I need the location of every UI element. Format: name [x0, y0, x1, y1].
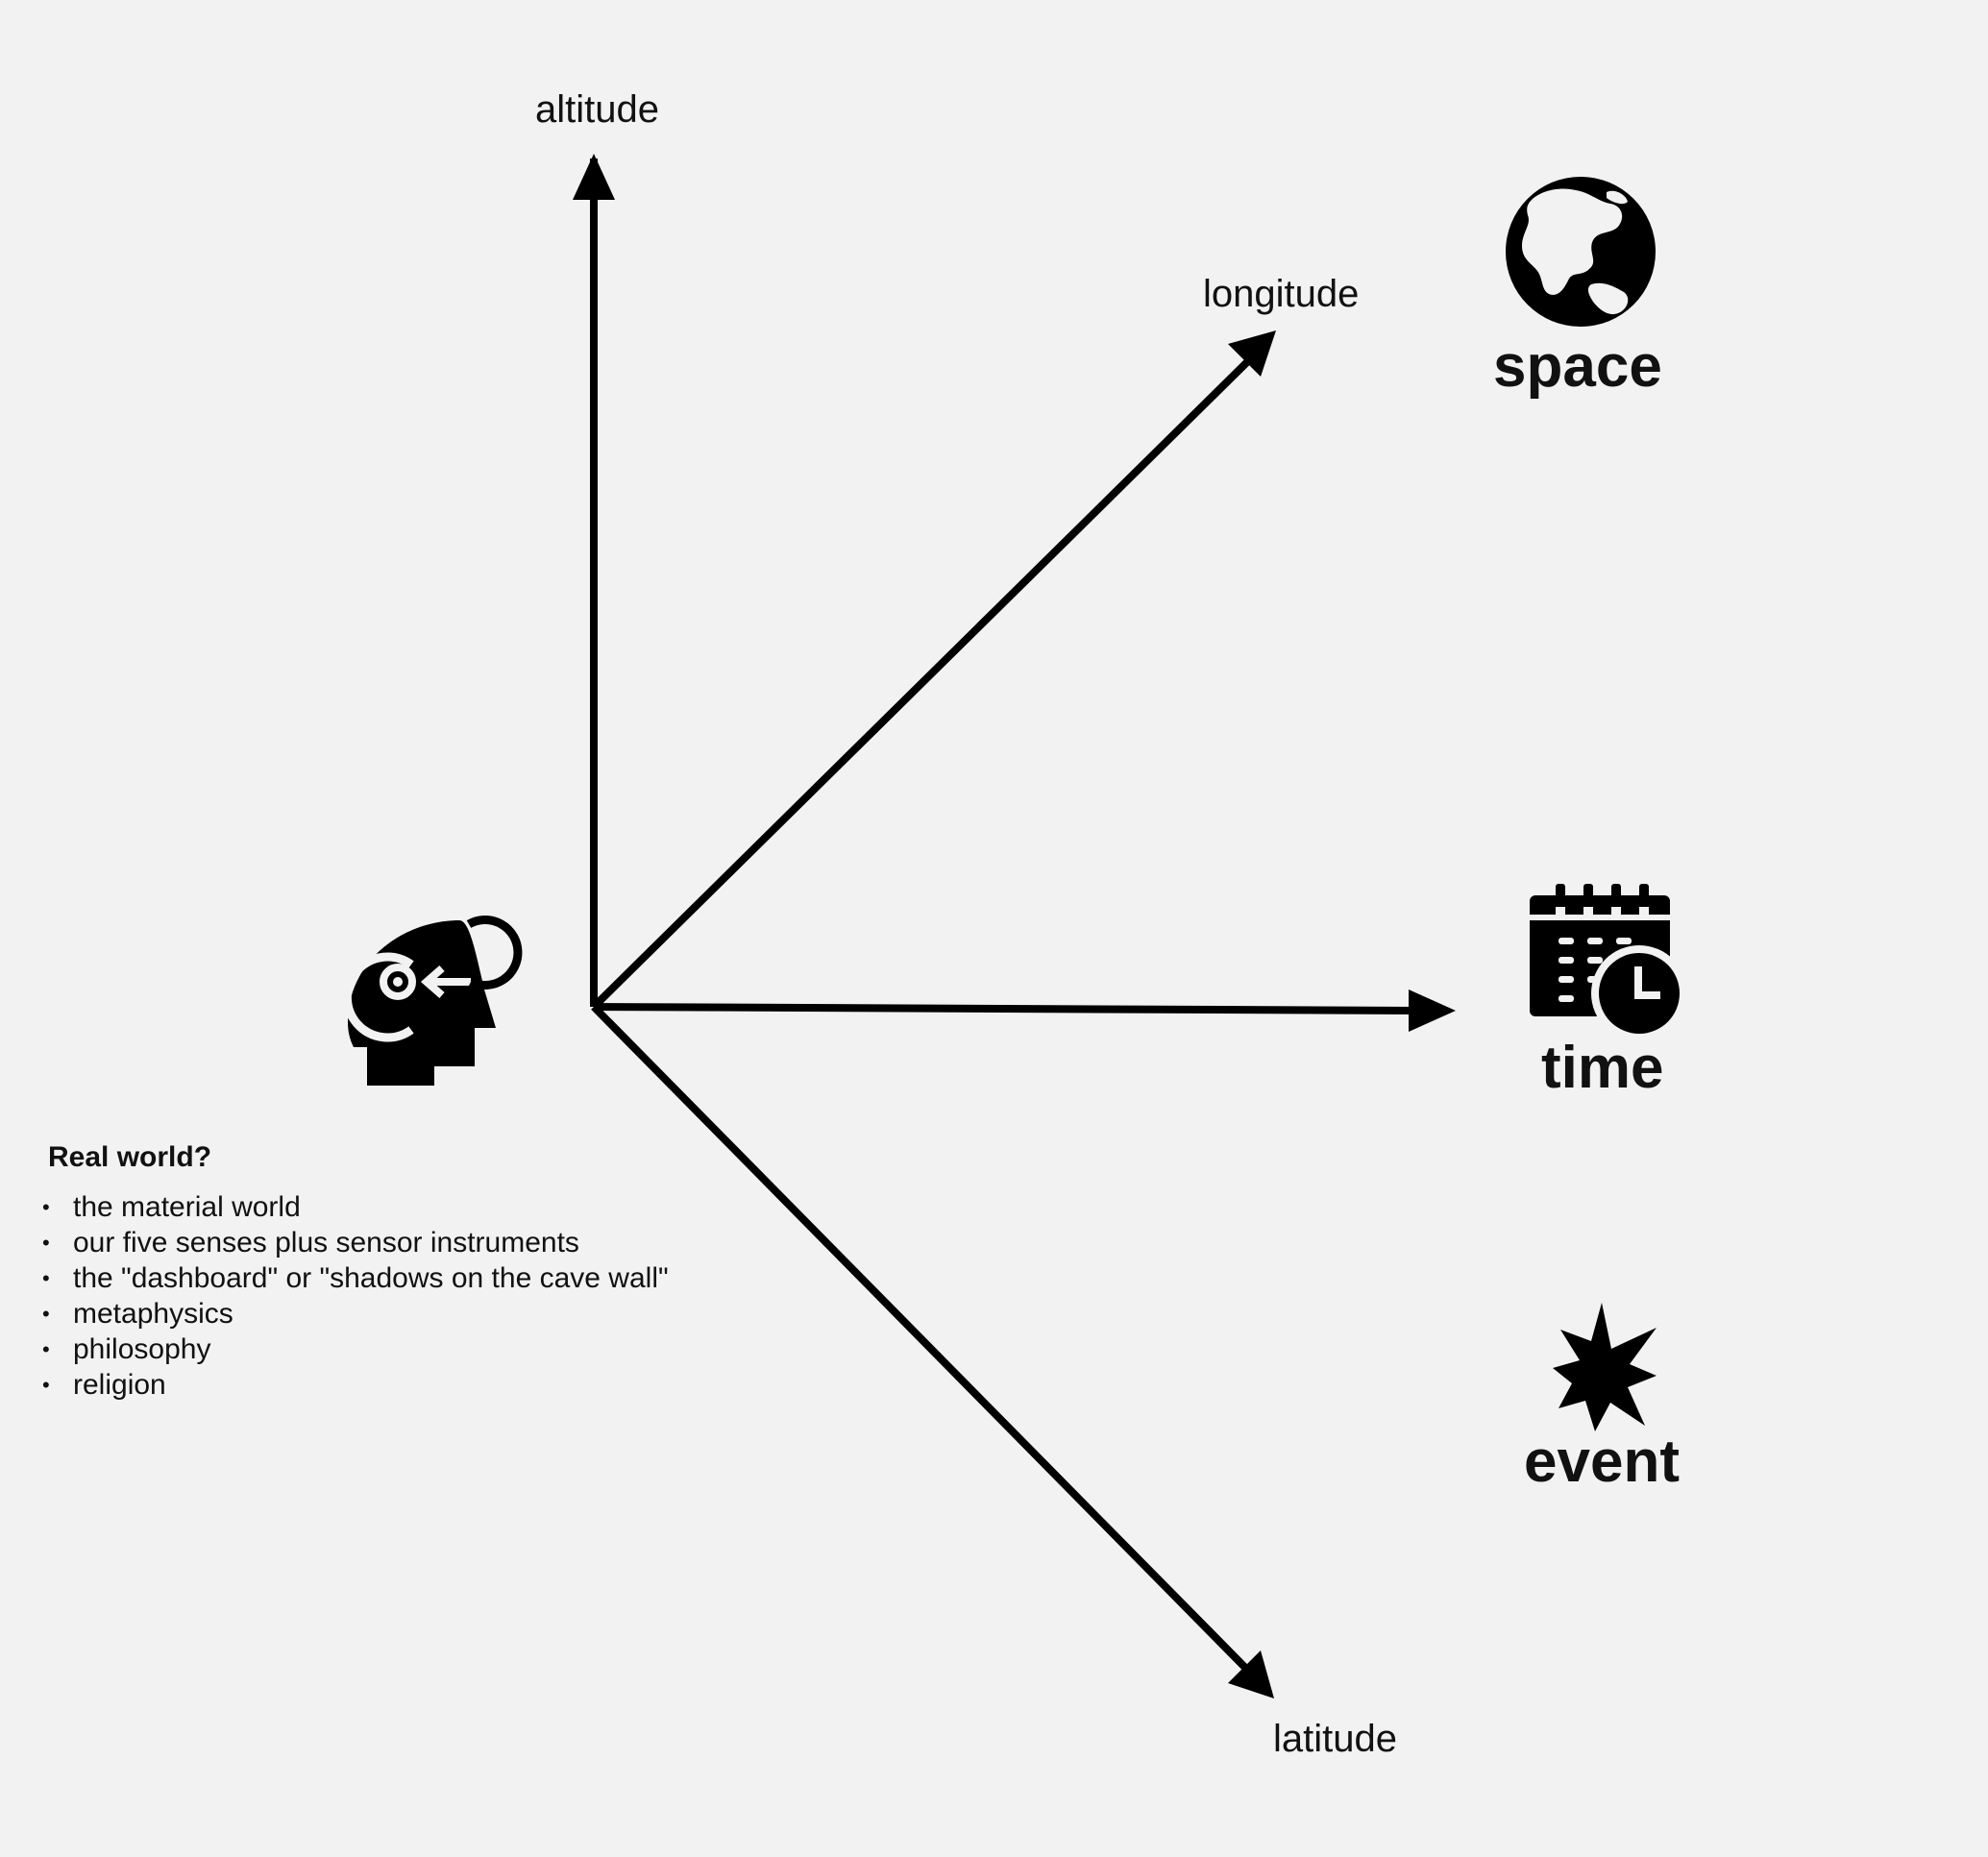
bullet: •	[42, 1266, 50, 1290]
list-item-text: metaphysics	[73, 1298, 233, 1330]
latitude-axis	[591, 1004, 1257, 1679]
list-item-text: the "dashboard" or "shadows on the cave …	[73, 1262, 669, 1294]
list-item: • the "dashboard" or "shadows on the cave…	[42, 1260, 769, 1296]
notes-heading: Real world?	[48, 1141, 212, 1173]
list-item-text: philosophy	[73, 1333, 211, 1365]
observer-reflection-arrow	[420, 965, 471, 999]
bullet: •	[42, 1373, 50, 1397]
calendar-clock-icon	[1530, 884, 1687, 1041]
event-label: event	[1524, 1429, 1680, 1495]
bullet: •	[42, 1195, 50, 1219]
time-axis	[593, 1003, 1418, 1014]
observer-loop-arc	[466, 916, 523, 990]
observer-face	[348, 920, 496, 1047]
list-item: • the material world	[42, 1189, 769, 1225]
time-label: time	[1541, 1035, 1664, 1101]
list-item-text: the material world	[73, 1191, 301, 1223]
bullet: •	[42, 1337, 50, 1361]
list-item: • our five senses plus sensor instruments	[42, 1225, 769, 1260]
observer-reflection-center	[393, 977, 403, 987]
observer-reflection-ring	[342, 952, 414, 1042]
globe-icon	[1506, 177, 1656, 327]
longitude-label: longitude	[1203, 273, 1360, 315]
explosion-star-icon	[1553, 1303, 1657, 1431]
notes-list: • the material world • our five senses plu…	[38, 1189, 769, 1403]
longitude-axis	[591, 348, 1262, 1010]
list-item-text: our five senses plus sensor instruments	[73, 1227, 579, 1258]
space-label: space	[1493, 333, 1662, 400]
latitude-label: latitude	[1273, 1718, 1397, 1760]
bullet: •	[42, 1231, 50, 1255]
observer-reflection-dot	[380, 964, 416, 1000]
bullet: •	[42, 1302, 50, 1326]
altitude-label: altitude	[535, 88, 659, 131]
latitude-arrowhead	[1228, 1650, 1274, 1698]
longitude-arrowhead	[1228, 330, 1276, 377]
altitude-arrowhead	[573, 154, 615, 200]
time-arrowhead	[1409, 990, 1456, 1032]
list-item: • metaphysics	[42, 1296, 769, 1332]
real-world-notes: Real world? • the material world • our fiv…	[38, 1141, 769, 1403]
list-item: • philosophy	[42, 1332, 769, 1367]
list-item: • religion	[42, 1367, 769, 1403]
list-item-text: religion	[73, 1369, 166, 1401]
